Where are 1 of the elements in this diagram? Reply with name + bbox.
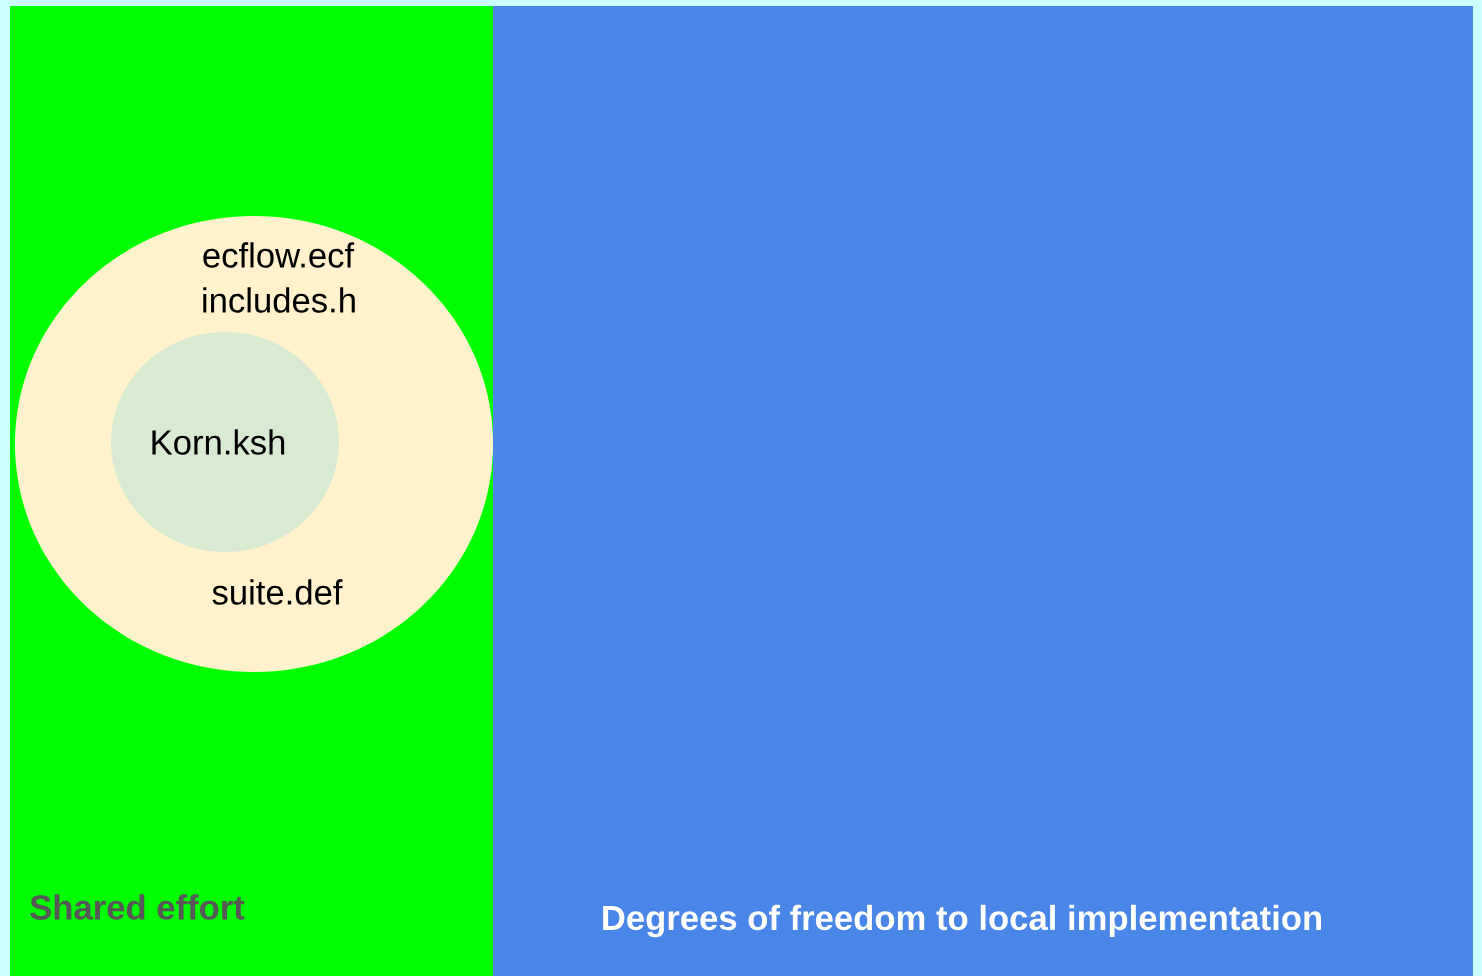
local-freedom-band: Degrees of freedom to local implementation xyxy=(493,6,1473,976)
